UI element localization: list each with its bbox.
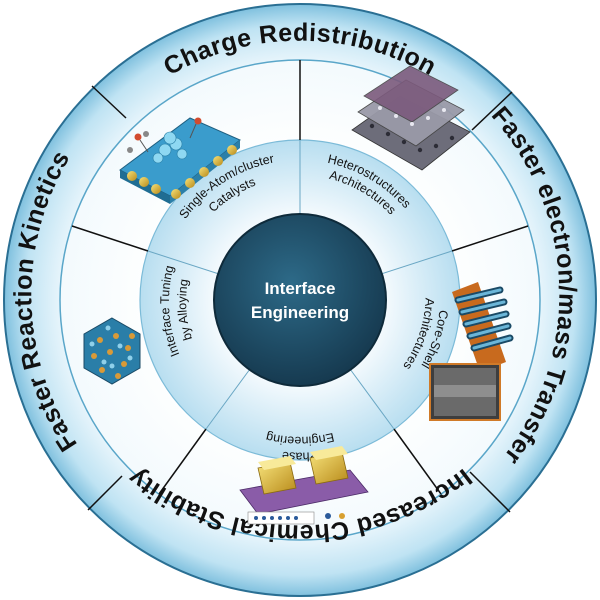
center-circle bbox=[213, 213, 387, 387]
core-shell-illustration bbox=[429, 282, 514, 421]
inner-label-phase-2: Engineering bbox=[264, 430, 335, 448]
alloy-cluster-illustration bbox=[83, 317, 141, 385]
phase-device-illustration bbox=[239, 446, 369, 525]
center-title-line2: Engineering bbox=[251, 303, 349, 322]
sector-dividers bbox=[71, 60, 529, 495]
inner-dividers bbox=[147, 140, 453, 430]
outer-ring-dividers bbox=[87, 85, 513, 513]
center-title-line1: Interface bbox=[265, 279, 336, 298]
single-atom-catalyst-illustration bbox=[119, 117, 241, 204]
heterostructure-illustration bbox=[351, 65, 471, 171]
